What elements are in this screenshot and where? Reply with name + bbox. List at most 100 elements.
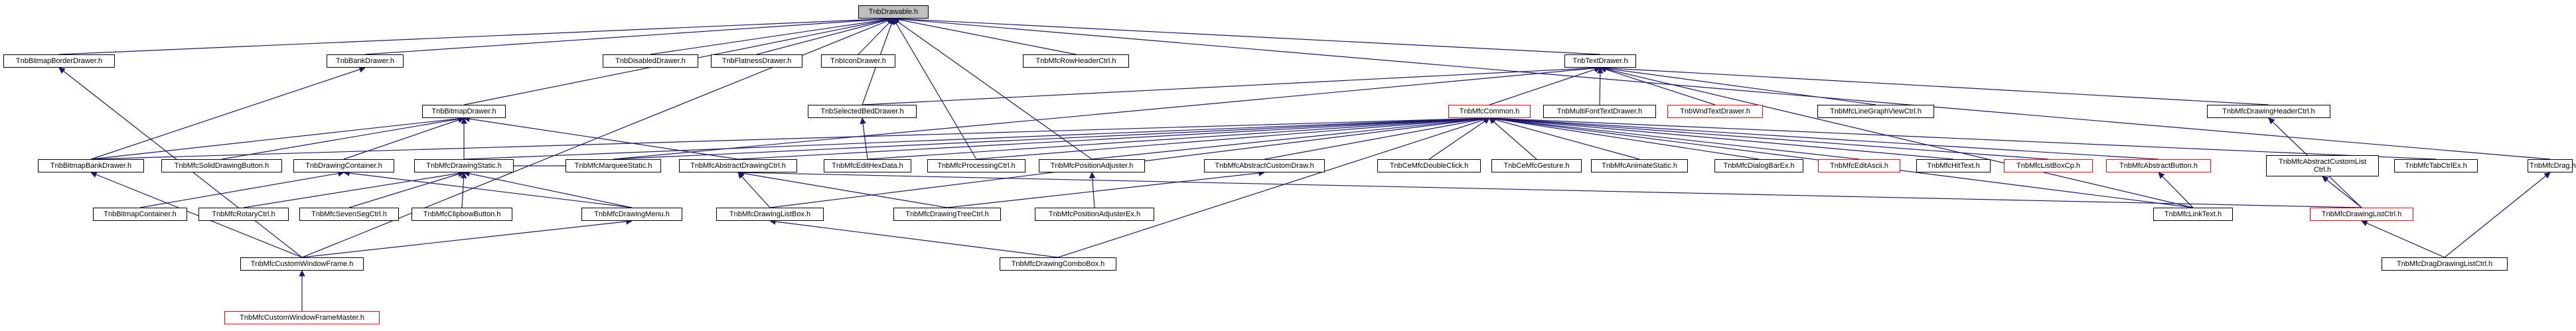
node-mfc-common[interactable]: TnbMfcCommon.h <box>1448 105 1531 118</box>
edge-dialog_bar-to-common <box>1489 115 1760 160</box>
edge-abstract_custom_draw-to-common <box>1264 115 1490 160</box>
node-wnd-text-drawer[interactable]: TnbWndTextDrawer.h <box>1667 105 1763 118</box>
node-multi-font-text-drawer[interactable]: TnbMultiFontTextDrawer.h <box>1543 105 1656 118</box>
edge-abstract_drawing-to-bitmap_drawer <box>463 115 739 160</box>
node-bitmap-bank-drawer[interactable]: TnbBitmapBankDrawer.h <box>38 159 144 172</box>
edge-drag-to-root <box>893 15 2551 160</box>
node-flatness-drawer[interactable]: TnbFlatnessDrawer.h <box>711 54 802 68</box>
edge-disabled-to-root <box>650 16 894 55</box>
edge-drawing_listbox-to-abstract_drawing <box>737 172 771 208</box>
node-link-text[interactable]: TnbMfcLinkText.h <box>2153 208 2233 221</box>
edge-drawing_header-to-text_drawer <box>1600 64 2269 105</box>
node-drawing-combobox[interactable]: TnbMfcDrawingComboBox.h <box>1000 257 1116 271</box>
node-solid-drawing-button[interactable]: TnbMfcSolidDrawingButton.h <box>161 159 282 172</box>
node-animate-static[interactable]: TnbMfcAnimateStatic.h <box>1591 159 1688 172</box>
node-drawing-listbox[interactable]: TnbMfcDrawingListBox.h <box>716 208 824 221</box>
node-edit-ascii[interactable]: TnbMfcEditAscii.h <box>1818 159 1900 172</box>
node-bitmap-drawer[interactable]: TnbBitmapDrawer.h <box>422 105 506 118</box>
node-root[interactable]: TnbDrawable.h <box>858 5 929 19</box>
edge-drawing_menu-to-drawing_container <box>343 170 633 208</box>
node-clipbow-button[interactable]: TnbMfcClipbowButton.h <box>412 208 512 221</box>
node-position-adjuster-ex[interactable]: TnbMfcPositionAdjusterEx.h <box>1035 208 1154 221</box>
edge-drawing_combo-to-drawing_listbox <box>769 218 1059 258</box>
node-hit-text[interactable]: TnbMfcHitText.h <box>1916 159 1991 172</box>
node-drawing-list-ctrl[interactable]: TnbMfcDrawingListCtrl.h <box>2310 208 2413 221</box>
node-rotary-ctrl[interactable]: TnbMfcRotaryCtrl.h <box>198 208 289 221</box>
edge-drawing_combo-to-common <box>1057 117 1490 258</box>
edge-gesture-to-common <box>1489 117 1537 160</box>
edge-position_adjuster-to-common <box>1091 115 1490 160</box>
node-drag[interactable]: TnbMfcDrag.h <box>2528 159 2576 172</box>
edge-hit_text-to-common <box>1489 115 1954 160</box>
edge-link_text-to-text_drawer <box>1600 66 2194 208</box>
edge-drag_drawing_list-to-drawing_list <box>2361 220 2445 258</box>
edge-drawing_static-to-common <box>463 115 1490 160</box>
edge-double_click-to-common <box>1428 117 1490 160</box>
edge-listbox_cp-to-common <box>1489 115 2049 160</box>
node-drag-drawing-list-ctrl[interactable]: TnbMfcDragDrawingListCtrl.h <box>2382 257 2508 271</box>
edge-wnd_text-to-text_drawer <box>1600 66 1716 105</box>
edge-abstract_drawing-to-common <box>737 115 1490 160</box>
edge-position_adjuster_ex-to-position_adjuster <box>1089 172 1096 208</box>
node-gesture[interactable]: TnbCeMfcGesture.h <box>1491 159 1582 172</box>
node-drawing-menu[interactable]: TnbMfcDrawingMenu.h <box>581 208 682 221</box>
node-seven-seg-ctrl[interactable]: TnbMfcSevenSegCtrl.h <box>299 208 399 221</box>
edge-drawing_tree-to-abstract_drawing <box>737 170 948 208</box>
edge-bitmap_bank-to-bitmap_drawer <box>90 115 465 160</box>
edge-position_adjuster-to-root <box>893 18 1093 160</box>
edge-common-to-text_drawer <box>1489 66 1601 105</box>
node-row-header-ctrl[interactable]: TnbMfcRowHeaderCtrl.h <box>1023 54 1129 68</box>
edge-bitmap_border-to-root <box>58 15 894 55</box>
edge-solid_button-to-bitmap_drawer <box>221 115 465 160</box>
edge-rotary-to-drawing_static <box>243 170 465 208</box>
node-line-graph-view-ctrl[interactable]: TnbMfcLineGraphViewCtrl.h <box>1817 105 1934 118</box>
node-bitmap-border-drawer[interactable]: TnbBitmapBorderDrawer.h <box>3 54 115 68</box>
node-abstract-custom-list-ctrl[interactable]: TnbMfcAbstractCustomList Ctrl.h <box>2266 155 2379 176</box>
node-drawing-tree-ctrl[interactable]: TnbMfcDrawingTreeCtrl.h <box>893 208 1001 221</box>
edge-flatness-to-root <box>756 17 894 55</box>
edge-drawing_tree-to-abstract_custom_draw <box>947 170 1265 208</box>
edge-marquee-to-common <box>613 115 1490 160</box>
node-drawing-container[interactable]: TnbDrawingContainer.h <box>293 159 394 172</box>
edge-bitmap_container-to-drawing_container <box>139 170 344 208</box>
edge-processing-to-common <box>976 115 1490 160</box>
node-dialog-bar-ex[interactable]: TnbMfcDialogBarEx.h <box>1714 159 1803 172</box>
node-processing-ctrl[interactable]: TnbMfcProcessingCtrl.h <box>927 159 1025 172</box>
edge-animate_static-to-common <box>1489 116 1640 160</box>
edge-drawing_container-to-bitmap_drawer <box>343 117 465 160</box>
edge-edit_hex-to-selected_bed <box>860 117 868 160</box>
node-icon-drawer[interactable]: TnbIconDrawer.h <box>821 54 895 68</box>
node-drawing-header-ctrl[interactable]: TnbMfcDrawingHeaderCtrl.h <box>2207 105 2330 118</box>
edge-drawing_menu-to-drawing_static <box>463 170 633 208</box>
node-double-click[interactable]: TnbCeMfcDoubleClick.h <box>1377 159 1481 172</box>
edge-marquee-to-text_drawer <box>613 65 1601 160</box>
edge-seven_seg-to-drawing_static <box>348 170 465 208</box>
node-disabled-drawer[interactable]: TnbDisabledDrawer.h <box>603 54 698 68</box>
edge-line_graph-to-text_drawer <box>1600 65 1876 105</box>
node-abstract-custom-draw[interactable]: TnbMfcAbstractCustomDraw.h <box>1204 159 1325 172</box>
node-marquee-static[interactable]: TnbMfcMarqueeStatic.h <box>566 159 661 172</box>
node-listbox-cp[interactable]: TnbMfcListBoxCp.h <box>2004 159 2093 172</box>
node-abstract-button[interactable]: TnbMfcAbstractButton.h <box>2106 159 2211 172</box>
node-bank-drawer[interactable]: TnbBankDrawer.h <box>327 54 404 68</box>
edge-icon-to-root <box>858 18 894 55</box>
edge-text_drawer-to-root <box>893 15 1601 55</box>
node-selected-bed-drawer[interactable]: TnbSelectedBedDrawer.h <box>808 105 917 118</box>
node-bitmap-container[interactable]: TnbBitmapContainer.h <box>93 208 187 221</box>
edge-bank-to-root <box>364 15 894 55</box>
edge-abstract_button-to-common <box>1489 115 2159 160</box>
node-position-adjuster[interactable]: TnbMfcPositionAdjuster.h <box>1039 159 1145 172</box>
node-text-drawer[interactable]: TnbTextDrawer.h <box>1564 54 1636 68</box>
edge-edit_hex-to-common <box>867 115 1490 160</box>
node-custom-window-frame[interactable]: TnbMfcCustomWindowFrame.h <box>240 257 364 271</box>
edge-custom_window_frame-to-bitmap_bank <box>90 171 303 258</box>
edge-selected_bed-to-text_drawer <box>862 64 1601 105</box>
node-tab-ctrl-ex[interactable]: TnbMfcTabCtrlEx.h <box>2394 159 2478 172</box>
node-custom-window-frame-master[interactable]: TnbMfcCustomWindowFrameMaster.h <box>224 311 380 324</box>
node-drawing-static[interactable]: TnbMfcDrawingStatic.h <box>414 159 514 172</box>
edge-row_header-to-root <box>893 16 1077 55</box>
node-abstract-drawing-ctrl[interactable]: TnbMfcAbstractDrawingCtrl.h <box>679 159 797 172</box>
edge-edit_ascii-to-common <box>1489 115 1860 160</box>
node-edit-hex-data[interactable]: TnbMfcEditHexData.h <box>824 159 911 172</box>
edge-bitmap_bank-to-bank <box>90 66 366 160</box>
